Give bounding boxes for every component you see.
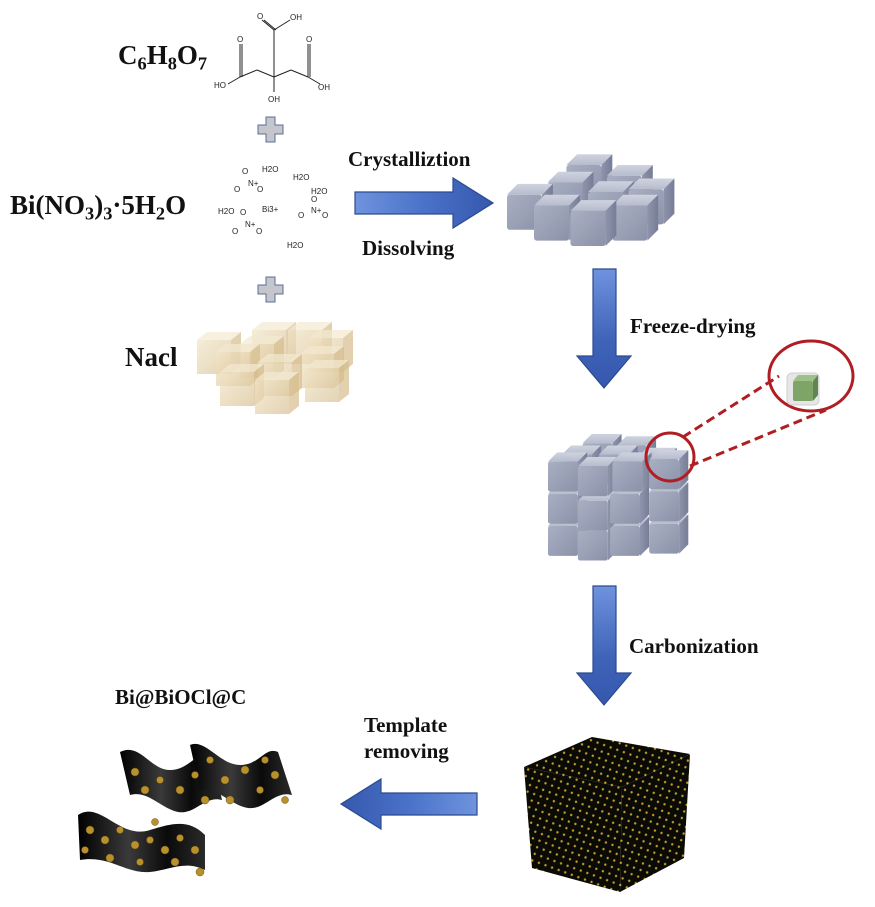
zoom-highlight	[644, 339, 855, 483]
svg-text:N+: N+	[245, 220, 256, 229]
svg-text:N+: N+	[248, 179, 259, 188]
citric-oh-label: OH	[290, 13, 302, 22]
freeze-drying-label: Freeze-drying	[630, 314, 756, 338]
plus-icon	[257, 276, 284, 303]
cube-block-3x3x3	[548, 434, 689, 561]
svg-text:O: O	[311, 195, 317, 204]
template-removing-arrow	[339, 777, 478, 831]
svg-text:O: O	[240, 208, 246, 217]
citric-o-label: O	[306, 35, 312, 44]
svg-text:H2O: H2O	[218, 207, 234, 216]
carbonization-label: Carbonization	[629, 634, 759, 658]
svg-text:O: O	[257, 185, 263, 194]
product-label: Bi@BiOCl@C	[115, 685, 247, 709]
svg-text:H2O: H2O	[262, 165, 278, 174]
bismuth-nitrate-formula: Bi(NO3)3·5H2O	[10, 190, 187, 224]
plus-icon	[257, 116, 284, 143]
svg-text:H2O: H2O	[293, 173, 309, 182]
bi-biocl-c-nanosheets	[78, 743, 292, 877]
crystallization-label: Crystalliztion	[348, 147, 471, 171]
template-removing-label-line2: removing	[364, 739, 449, 763]
citric-ho-label: HO	[214, 81, 226, 90]
crystallization-arrow	[354, 176, 495, 230]
citric-acid-structure	[227, 19, 321, 92]
carbonized-cube	[524, 737, 690, 892]
svg-text:H2O: H2O	[311, 187, 327, 196]
citric-o-label: O	[237, 35, 243, 44]
svg-text:O: O	[234, 185, 240, 194]
svg-text:O: O	[242, 167, 248, 176]
citric-oh-label: OH	[318, 83, 330, 92]
svg-text:O: O	[232, 227, 238, 236]
citric-acid-formula: C6H8O7	[118, 40, 208, 74]
citric-o-label: O	[257, 12, 263, 21]
citric-oh-label: OH	[268, 95, 280, 104]
carbonization-arrow	[575, 585, 633, 706]
template-removing-label-line1: Template	[364, 713, 448, 737]
svg-text:H2O: H2O	[287, 241, 303, 250]
svg-text:Bi3+: Bi3+	[262, 205, 279, 214]
crystal-cube-array	[507, 154, 675, 246]
nacl-crystal-cluster	[197, 322, 353, 414]
svg-text:O: O	[298, 211, 304, 220]
freeze-drying-arrow	[575, 268, 633, 389]
svg-text:O: O	[322, 211, 328, 220]
svg-text:N+: N+	[311, 206, 322, 215]
dissolving-label: Dissolving	[362, 236, 455, 260]
nacl-label: Nacl	[125, 342, 178, 372]
svg-text:O: O	[256, 227, 262, 236]
